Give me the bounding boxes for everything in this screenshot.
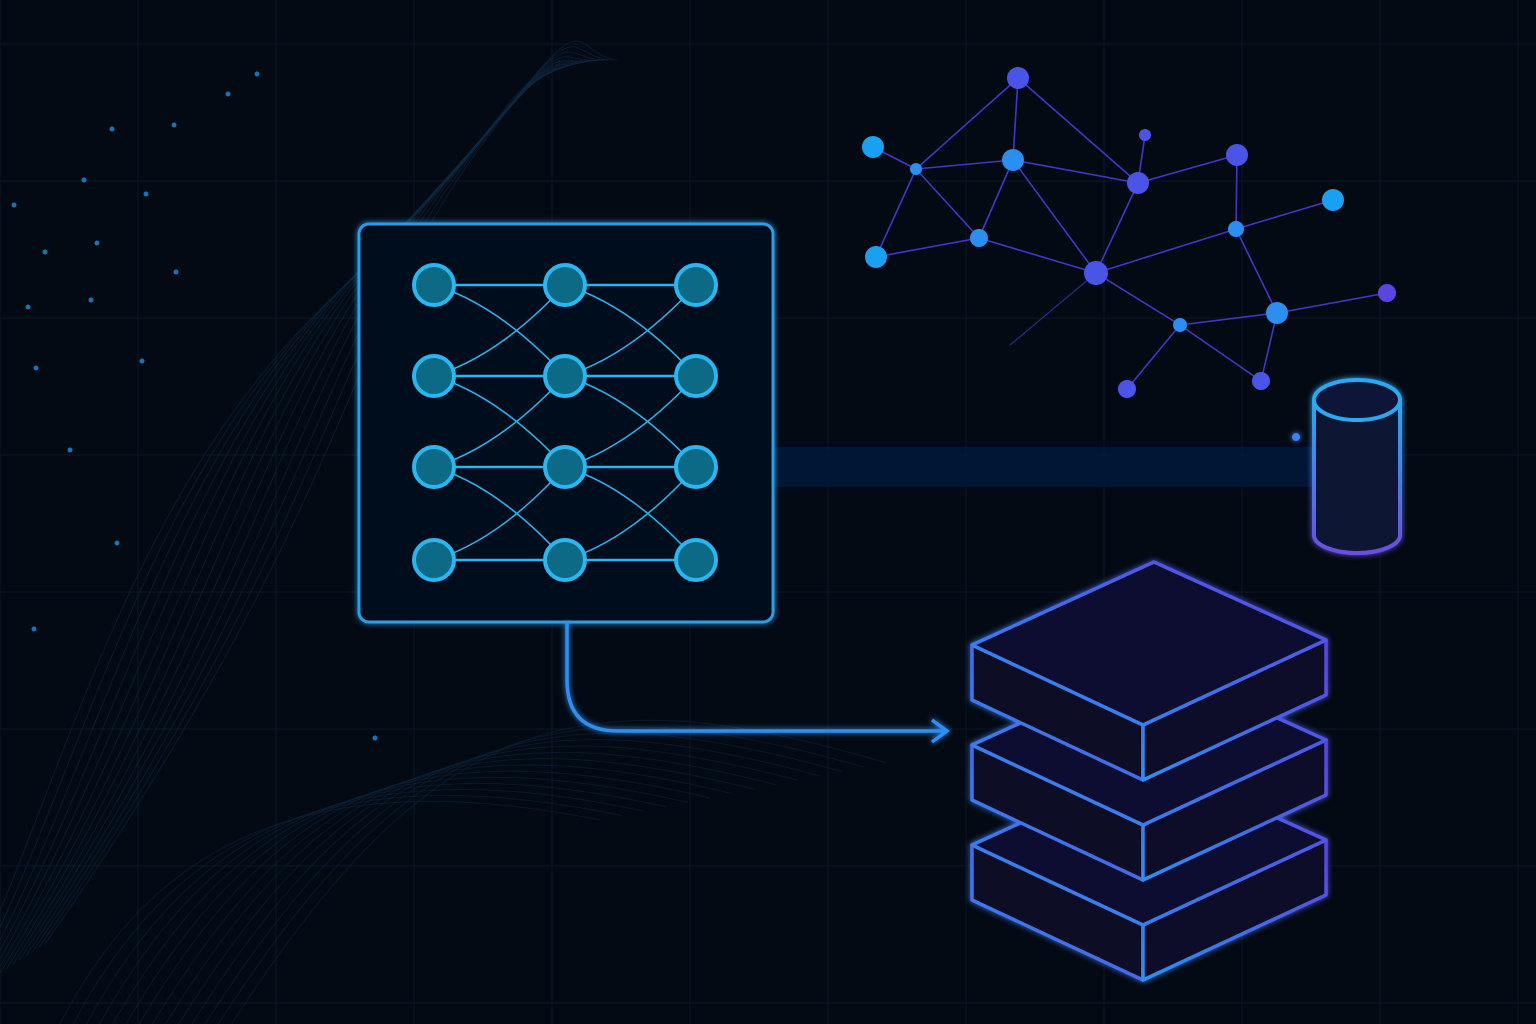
database-cylinder-icon <box>1292 378 1402 555</box>
nn-node <box>674 538 718 582</box>
wave-line <box>125 770 711 1024</box>
nn-node <box>412 445 456 489</box>
graph-node <box>1127 172 1149 194</box>
wave-line <box>178 745 799 1024</box>
wave-line <box>0 59 561 913</box>
particle-dot <box>88 297 94 303</box>
nn-node <box>412 538 456 582</box>
arrow-right-icon <box>565 622 950 744</box>
nn-node <box>412 263 456 307</box>
wave-line <box>0 59 587 974</box>
graph-edge <box>1017 77 1139 184</box>
graph-edge <box>1276 292 1388 314</box>
particle-dot <box>139 358 145 364</box>
graph-edge <box>1179 312 1278 326</box>
graph-node <box>1139 129 1151 141</box>
background-particles <box>11 71 378 741</box>
neural-network-icon <box>357 222 775 624</box>
graph-edge <box>875 237 980 258</box>
graph-node <box>1226 144 1248 166</box>
nn-node <box>543 354 587 398</box>
wave-line <box>165 751 777 1024</box>
graph-edge <box>1137 154 1238 184</box>
graph-edge <box>1095 228 1237 274</box>
graph-node <box>1007 67 1029 89</box>
database-connector <box>773 445 1313 489</box>
particle-dot <box>109 126 115 132</box>
particle-dot <box>81 177 87 183</box>
particle-dot <box>173 269 179 275</box>
graph-edge <box>1012 159 1139 184</box>
particle-dot <box>33 365 39 371</box>
slab-top-face <box>970 560 1328 727</box>
graph-node <box>862 136 884 158</box>
wave-line <box>0 59 565 929</box>
graph-edge <box>1095 182 1139 274</box>
graph-edge <box>1235 228 1278 314</box>
wave-line <box>112 776 689 1024</box>
nn-node <box>674 445 718 489</box>
graph-edge <box>1235 154 1238 230</box>
graph-node <box>1118 380 1136 398</box>
nn-node <box>674 263 718 307</box>
graph-edge <box>875 168 917 258</box>
graph-edge <box>978 159 1014 239</box>
particle-dot <box>31 626 37 632</box>
graph-node <box>970 229 988 247</box>
particle-dot <box>114 540 120 546</box>
wave-line <box>151 758 755 1024</box>
wave-line <box>217 726 865 1024</box>
graph-node <box>910 163 922 175</box>
graph-edge <box>915 168 980 239</box>
nn-node <box>412 354 456 398</box>
graph-node <box>1378 284 1396 302</box>
particle-dot <box>372 735 378 741</box>
wave-line <box>204 732 843 1024</box>
graph-edge <box>1012 77 1019 161</box>
graph-node <box>1252 372 1270 390</box>
wave-line <box>191 739 821 1024</box>
graph-node <box>1228 221 1244 237</box>
graph-edge <box>978 237 1097 274</box>
particle-dot <box>25 304 31 310</box>
nn-node <box>543 538 587 582</box>
graph-edge <box>1009 272 1097 346</box>
graph-node <box>1173 318 1187 332</box>
nn-node <box>674 354 718 398</box>
graph-node <box>1084 261 1108 285</box>
graph-node <box>1002 149 1024 171</box>
wave-line <box>85 788 645 1024</box>
graph-edge <box>1095 272 1181 326</box>
particle-dot <box>225 91 231 97</box>
graph-node <box>865 246 887 268</box>
particle-dot <box>171 122 177 128</box>
particle-dot <box>11 202 17 208</box>
particle-dot <box>143 191 149 197</box>
particle-dot <box>254 71 260 77</box>
graph-edge <box>915 159 1014 170</box>
graph-edge <box>1126 324 1181 390</box>
particle-dot <box>67 447 73 453</box>
graph-edge <box>1235 199 1334 230</box>
wave-line <box>72 794 623 1024</box>
wave-line <box>5 59 591 970</box>
wave-line <box>138 764 733 1024</box>
wave-line <box>99 782 667 1024</box>
graph-edge <box>1012 159 1097 274</box>
nn-node <box>543 445 587 489</box>
graph-node <box>1266 302 1288 324</box>
particle-dot <box>42 249 48 255</box>
nn-node <box>543 263 587 307</box>
stacked-layers-icon <box>970 560 1328 982</box>
graph-node <box>1322 189 1344 211</box>
particle-dot <box>94 240 100 246</box>
graph-edge <box>915 77 1019 170</box>
graph-edge <box>1179 324 1262 382</box>
graph-network-icon <box>862 67 1396 398</box>
wave-line <box>59 800 601 1024</box>
graph-edge <box>1260 312 1278 382</box>
